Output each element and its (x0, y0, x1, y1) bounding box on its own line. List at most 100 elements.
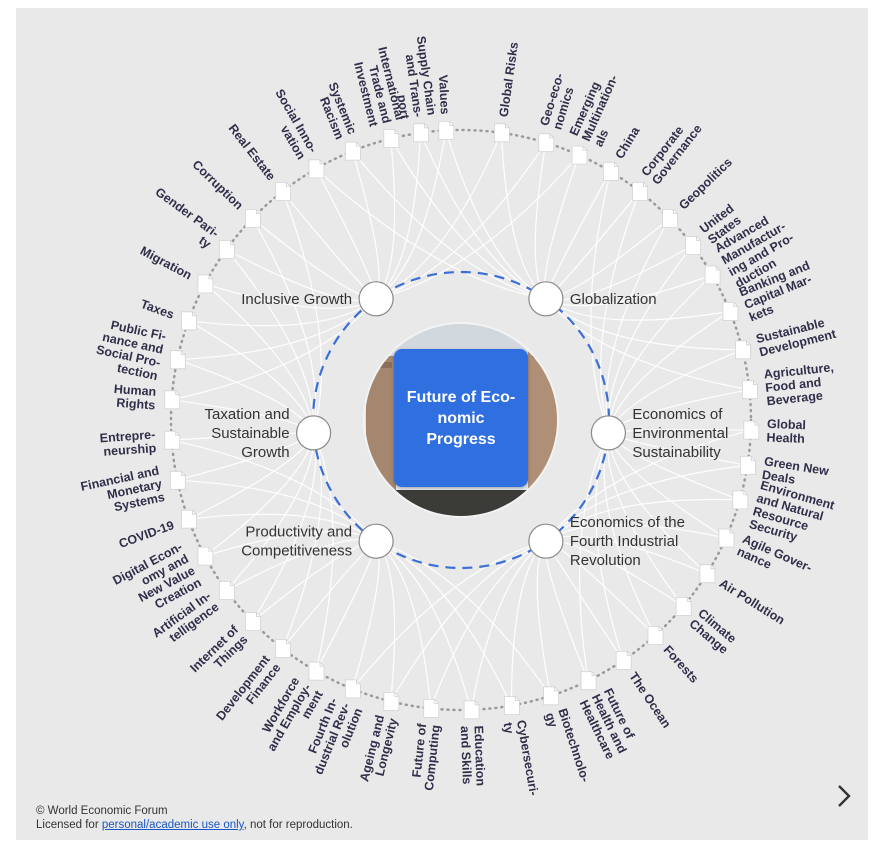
connection-line (351, 150, 547, 300)
chevron-right-icon[interactable] (832, 782, 856, 810)
topic-node-icon[interactable] (308, 661, 325, 681)
topic-label[interactable]: Green NewDeals (761, 454, 830, 492)
license-link[interactable]: personal/academic use only (101, 819, 244, 831)
topic-node-icon[interactable] (580, 671, 597, 691)
topic-label[interactable]: GlobalHealth (766, 417, 806, 446)
topic-node-icon[interactable] (543, 686, 559, 706)
connection-line (351, 150, 380, 300)
topic-node-icon[interactable] (344, 679, 361, 699)
topic-label[interactable]: CorporateGovernance (639, 113, 705, 188)
hub-label-inclusive-growth[interactable]: Inclusive Growth (241, 291, 352, 308)
topic-node-icon[interactable] (675, 597, 692, 616)
topic-label[interactable]: China (613, 123, 643, 161)
topic-node-icon[interactable] (685, 236, 701, 255)
topic-node-icon[interactable] (735, 340, 751, 360)
topic-label[interactable]: Gender Pari-ty (145, 185, 222, 251)
topic-node-icon[interactable] (344, 141, 361, 161)
topic-node-icon[interactable] (722, 301, 739, 321)
topic-node-icon[interactable] (538, 133, 555, 153)
hub-node-taxation[interactable] (296, 415, 332, 451)
topic-node-icon[interactable] (632, 182, 648, 201)
topic-label[interactable]: SustainableDevelopment (755, 313, 839, 360)
topic-node-icon[interactable] (169, 350, 186, 370)
topic-label[interactable]: Supply Chainand Trans-port (387, 35, 439, 121)
connection-line (605, 218, 671, 433)
topic-label[interactable]: Agriculture,Food andBeverage (763, 360, 837, 408)
topic-label[interactable]: Ageing andLongevity (357, 714, 400, 787)
topic-label[interactable]: Financial andMonetarySystems (79, 464, 166, 521)
topic-label[interactable]: Entrepre-neurship (99, 428, 157, 459)
topic-node-icon[interactable] (647, 626, 664, 645)
topic-node-icon[interactable] (169, 470, 186, 490)
connection-line (315, 541, 377, 672)
topic-node-icon[interactable] (463, 700, 480, 720)
topic-node-icon[interactable] (503, 696, 520, 715)
topic-node-icon[interactable] (275, 182, 291, 201)
topic-label[interactable]: Future ofComputing (408, 722, 443, 791)
topic-label[interactable]: Internet ofThings (187, 622, 251, 685)
topic-node-icon[interactable] (662, 209, 678, 228)
topic-node-icon[interactable] (308, 159, 325, 179)
topic-label[interactable]: Real Estate (226, 121, 279, 183)
center-card[interactable]: Future of Eco- nomic Progress (394, 349, 528, 487)
topic-node-icon[interactable] (244, 209, 261, 228)
copyright-line: © World Economic Forum (36, 805, 168, 817)
topic-label[interactable]: Forests (661, 643, 702, 686)
hub-label-globalization[interactable]: Globalization (570, 291, 657, 308)
topic-label[interactable]: Migration (138, 244, 194, 283)
topic-label[interactable]: ClimateChange (687, 606, 740, 657)
topic-node-icon[interactable] (603, 161, 619, 181)
topic-node-icon[interactable] (732, 490, 749, 510)
topic-label[interactable]: Global Risks (497, 41, 521, 118)
topic-node-icon[interactable] (571, 145, 588, 165)
topic-node-icon[interactable] (740, 455, 756, 475)
topic-label[interactable]: Public Fi-nance andSocial Pro-tection (92, 316, 167, 383)
connection-line (281, 432, 322, 649)
hub-node-env-sustainability[interactable] (590, 415, 627, 451)
topic-node-icon[interactable] (383, 692, 400, 711)
topic-label[interactable]: Social Inno-vation (261, 87, 320, 162)
topic-node-icon[interactable] (438, 120, 455, 140)
topic-node-icon[interactable] (413, 123, 430, 143)
topic-node-icon[interactable] (181, 509, 197, 529)
topic-node-icon[interactable] (615, 651, 632, 670)
topic-node-icon[interactable] (218, 240, 235, 259)
topic-label[interactable]: Agile Gover-nance (735, 532, 814, 587)
topic-label[interactable]: SystemicRacism (313, 80, 359, 141)
topic-node-icon[interactable] (218, 581, 235, 600)
topic-node-icon[interactable] (699, 564, 716, 584)
topic-label[interactable]: Values (436, 74, 452, 114)
topic-node-icon[interactable] (493, 123, 510, 143)
topic-node-icon[interactable] (197, 274, 214, 294)
hub-node-inclusive-growth[interactable] (358, 281, 394, 317)
topic-node-icon[interactable] (423, 699, 440, 718)
topic-node-icon[interactable] (743, 420, 760, 440)
topic-node-icon[interactable] (742, 380, 758, 400)
topic-label[interactable]: HumanRights (112, 382, 156, 412)
topic-node-icon[interactable] (704, 265, 721, 285)
topic-node-icon[interactable] (383, 129, 400, 149)
hub-node-productivity[interactable] (358, 523, 394, 559)
topic-node-icon[interactable] (164, 390, 181, 410)
topic-node-icon[interactable] (164, 430, 181, 450)
topic-label[interactable]: Future ofHealth andHealthcare (577, 686, 642, 761)
topic-label[interactable]: InternationalTrade andInvestment (349, 45, 407, 129)
topic-label[interactable]: Educationand Skills (458, 725, 488, 786)
topic-node-icon[interactable] (275, 639, 291, 658)
topic-node-icon[interactable] (244, 612, 261, 631)
topic-label[interactable]: Taxes (139, 297, 176, 322)
hub-node-fourth-industrial[interactable] (528, 523, 564, 559)
topic-label[interactable]: The Ocean (626, 670, 673, 731)
topic-node-icon[interactable] (718, 528, 735, 548)
topic-label[interactable]: AdvancedManufactur-ing and Pro-duction (712, 207, 802, 291)
topic-label[interactable]: Air Pollution (717, 576, 787, 627)
hub-node-globalization[interactable] (528, 281, 564, 317)
topic-node-icon[interactable] (197, 546, 214, 566)
topic-node-icon[interactable] (181, 311, 197, 331)
topic-label[interactable]: Corruption (190, 158, 246, 213)
topic-label[interactable]: Cybersecuri-ty (501, 719, 541, 799)
